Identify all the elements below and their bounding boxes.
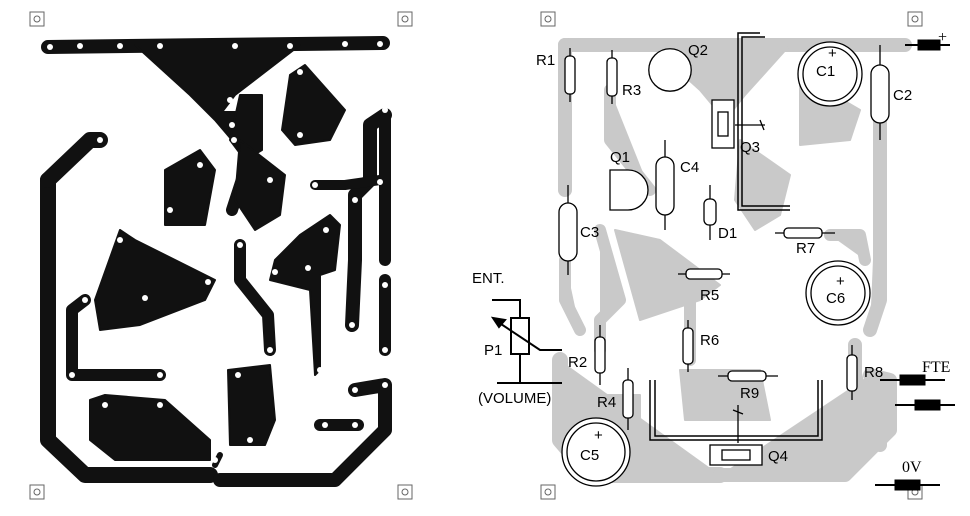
label-volume: (VOLUME) <box>478 390 551 407</box>
resistor-r4 <box>622 368 634 430</box>
registration-marks <box>29 11 923 500</box>
label-q4: Q4 <box>768 448 788 465</box>
label-c1-plus: + <box>828 45 837 62</box>
resistor-r6 <box>682 320 694 372</box>
potentiometer-p1 <box>490 299 562 384</box>
label-c2: C2 <box>893 87 912 104</box>
copper-side <box>40 36 392 487</box>
capacitor-c4 <box>655 140 675 230</box>
resistor-r3 <box>606 50 618 104</box>
label-d1: D1 <box>718 225 737 242</box>
label-c5-plus: + <box>594 427 603 444</box>
capacitor-c2 <box>870 45 890 140</box>
resistor-r2 <box>594 325 606 385</box>
resistor-r8 <box>846 345 858 400</box>
resistor-r7 <box>775 227 835 239</box>
resistor-r9 <box>718 370 778 382</box>
label-c3: C3 <box>580 224 599 241</box>
label-c6: C6 <box>826 290 845 307</box>
capacitor-c3 <box>558 185 578 275</box>
component-labels: R1 R3 Q2 C1 + C2 Q3 Q1 C4 D1 C3 R7 C6 + … <box>472 29 950 476</box>
label-q1: Q1 <box>610 149 630 166</box>
label-c4: C4 <box>680 159 699 176</box>
label-r9: R9 <box>740 385 759 402</box>
transistor-q2 <box>648 48 692 92</box>
label-c5: C5 <box>580 447 599 464</box>
label-r5: R5 <box>700 287 719 304</box>
label-ent: ENT. <box>472 270 505 287</box>
label-r7: R7 <box>796 240 815 257</box>
label-r4: R4 <box>597 394 616 411</box>
label-q3: Q3 <box>740 139 760 156</box>
label-c6-plus: + <box>836 273 845 290</box>
label-r6: R6 <box>700 332 719 349</box>
label-r2: R2 <box>568 354 587 371</box>
label-plus: + <box>938 29 947 46</box>
component-side: R1 R3 Q2 C1 + C2 Q3 Q1 C4 D1 C3 R7 C6 + … <box>472 29 955 491</box>
transistor-q1 <box>609 169 649 211</box>
label-r1: R1 <box>536 52 555 69</box>
label-r3: R3 <box>622 82 641 99</box>
label-p1: P1 <box>484 342 502 359</box>
label-0v: 0V <box>902 459 922 476</box>
resistor-r1 <box>564 48 576 102</box>
diode-d1 <box>703 185 717 240</box>
label-r8: R8 <box>864 364 883 381</box>
label-c1: C1 <box>816 63 835 80</box>
resistor-r5 <box>678 268 730 280</box>
label-fte: FTE <box>922 359 950 376</box>
label-q2: Q2 <box>688 42 708 59</box>
connectors <box>875 39 955 491</box>
